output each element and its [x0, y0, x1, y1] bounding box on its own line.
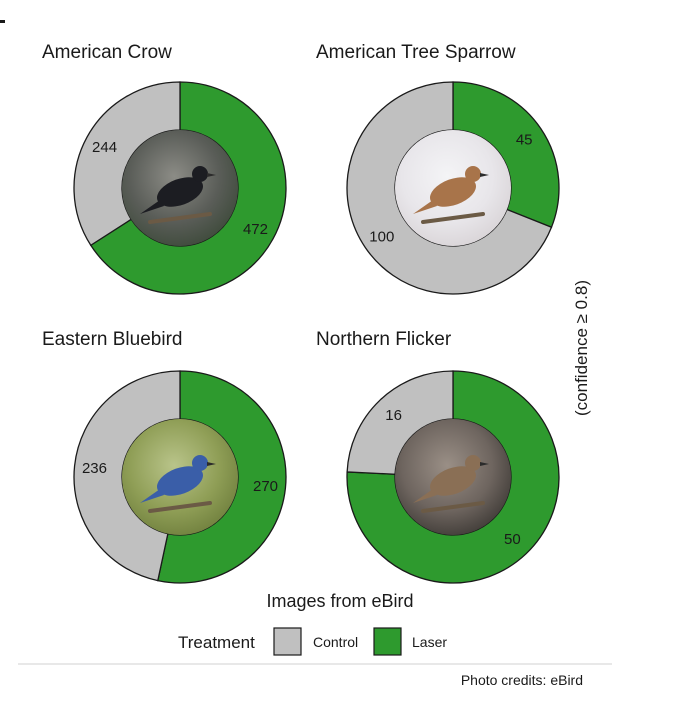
- photo-credit: Photo credits: eBird: [461, 672, 583, 688]
- legend-swatch-laser: [373, 627, 402, 656]
- bird-silhouette-icon: [413, 166, 489, 224]
- legend-label-laser: Laser: [412, 634, 447, 650]
- legend-title: Treatment: [178, 633, 255, 652]
- bird-silhouette-icon: [413, 455, 489, 513]
- slice-value-label: 244: [92, 139, 117, 156]
- donut-panel-northern-flicker: Northern Flicker 50 16: [316, 329, 560, 584]
- bird-silhouette-icon: [140, 166, 216, 224]
- donut-panel-eastern-bluebird: Eastern Bluebird 270 236: [42, 329, 287, 584]
- panel-title: American Tree Sparrow: [316, 42, 516, 63]
- slice-value-label: 45: [516, 132, 533, 149]
- bird-silhouette-icon: [140, 455, 216, 513]
- legend: Treatment Control Laser: [178, 627, 447, 656]
- slice-value-label: 472: [243, 221, 268, 238]
- slice-value-label: 16: [385, 407, 402, 424]
- slice-value-label: 236: [82, 460, 107, 477]
- legend-label-control: Control: [313, 634, 358, 650]
- donut-panel-american-crow: American Crow 472 244: [42, 42, 287, 295]
- panel-title: Eastern Bluebird: [42, 329, 182, 350]
- legend-swatch-control: [273, 627, 302, 656]
- panel-title: Northern Flicker: [316, 329, 452, 350]
- slice-value-label: 270: [253, 478, 278, 495]
- slice-value-label: 100: [369, 228, 394, 245]
- figure-caption: Images from eBird: [266, 591, 413, 611]
- donut-panel-american-tree-sparrow: American Tree Sparrow 45 100: [316, 42, 560, 295]
- side-label: (confidence ≥ 0.8): [572, 280, 591, 416]
- corner-mark: [0, 20, 5, 23]
- slice-value-label: 50: [504, 531, 521, 548]
- panels: American Crow 472 244 American Tree Sparrow…: [42, 42, 560, 584]
- panel-title: American Crow: [42, 42, 172, 63]
